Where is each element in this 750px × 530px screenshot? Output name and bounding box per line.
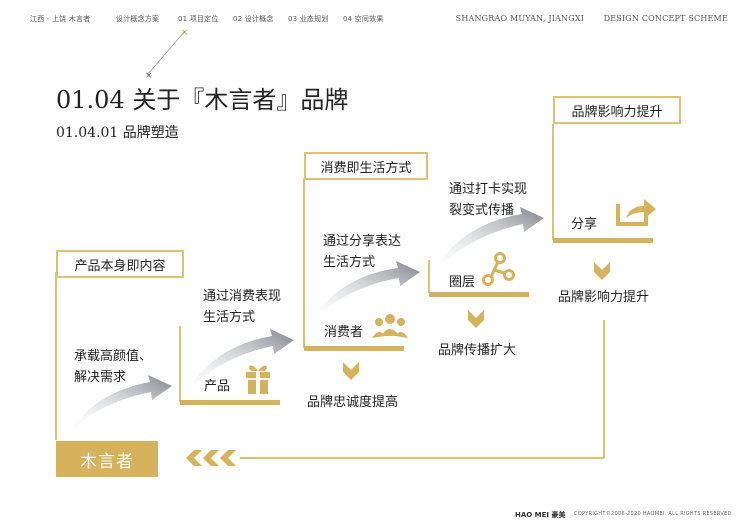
result-influence: 品牌影响力提升 xyxy=(558,290,650,305)
arrow-3 xyxy=(312,261,420,320)
chevron-down-icon xyxy=(594,262,610,280)
header-city: SHANGRAO MUYAN, JIANGXI xyxy=(455,14,585,23)
text-line: 承载高颜值、 xyxy=(74,349,153,364)
label-circle: 圈层 xyxy=(449,275,476,290)
page-subtitle: 01.04.01 品牌塑造 xyxy=(56,125,179,141)
text-sharing: 通过分享表达 生活方式 xyxy=(323,231,401,273)
header-right: SHANGRAO MUYAN, JIANGXI DESIGN CONCEPT S… xyxy=(456,14,728,23)
footer-copyright: COPYRIGHT©2006-2020 HAOMEI. ALL RIGHTS R… xyxy=(574,511,734,517)
arrow-4 xyxy=(434,207,544,270)
box-consumption-lifestyle: 消费即生活方式 xyxy=(304,152,428,180)
chevron-down-icon xyxy=(468,310,484,328)
label-consumer: 消费者 xyxy=(324,325,364,340)
users-icon xyxy=(372,314,408,338)
footer-logo: HAO MEI 豪美 xyxy=(515,511,566,519)
chevron-down-icon xyxy=(343,362,359,380)
page-title: 01.04 关于『木言者』品牌 xyxy=(56,86,349,114)
step-bar-product xyxy=(180,400,280,405)
nav-item-space-effect[interactable]: 04 空间效果 xyxy=(343,15,384,23)
text-line: 通过打卡实现 xyxy=(449,182,528,197)
text-line: 通过消费表现 xyxy=(203,289,282,304)
text-checkin: 通过打卡实现 裂变式传播 xyxy=(449,179,527,221)
text-line: 生活方式 xyxy=(203,310,256,325)
box-brand-influence: 品牌影响力提升 xyxy=(553,96,681,124)
box-product-content: 产品本身即内容 xyxy=(56,250,184,278)
chevron-left-icon xyxy=(186,450,236,466)
share-network-icon xyxy=(482,252,515,286)
nav-item-positioning[interactable]: 01 项目定位 xyxy=(178,15,219,23)
step-bar-circle xyxy=(429,292,529,297)
result-loyalty: 品牌忠诚度提高 xyxy=(307,395,399,410)
text-consumption: 通过消费表现 生活方式 xyxy=(203,286,281,328)
nav-item-business-plan[interactable]: 03 业态规划 xyxy=(288,15,329,23)
result-spread: 品牌传播扩大 xyxy=(438,343,517,358)
text-line: 裂变式传播 xyxy=(449,203,515,218)
share-out-icon xyxy=(616,199,656,226)
header-doc: DESIGN CONCEPT SCHEME xyxy=(603,14,728,23)
arrow-1 xyxy=(70,375,172,432)
label-share: 分享 xyxy=(571,217,598,232)
text-line: 通过分享表达 xyxy=(323,234,402,249)
brand-badge: 木言者 xyxy=(56,441,158,477)
step-bar-consumer xyxy=(304,346,404,351)
text-line: 生活方式 xyxy=(323,255,376,270)
svg-text:×: × xyxy=(181,28,189,38)
arrow-2 xyxy=(186,329,294,392)
nav-item-design-concept[interactable]: 02 设计概念 xyxy=(233,15,274,23)
text-line: 解决需求 xyxy=(74,370,127,385)
svg-text:×: × xyxy=(145,71,153,81)
gift-icon xyxy=(246,365,270,394)
label-product: 产品 xyxy=(204,379,231,394)
nav-item-concept-scheme[interactable]: 设计概念方案 xyxy=(116,15,160,23)
project-name: 江西 - 上饶 木言者 xyxy=(30,15,91,23)
text-carry-value: 承载高颜值、 解决需求 xyxy=(74,346,152,388)
step-bar-share xyxy=(553,238,653,243)
